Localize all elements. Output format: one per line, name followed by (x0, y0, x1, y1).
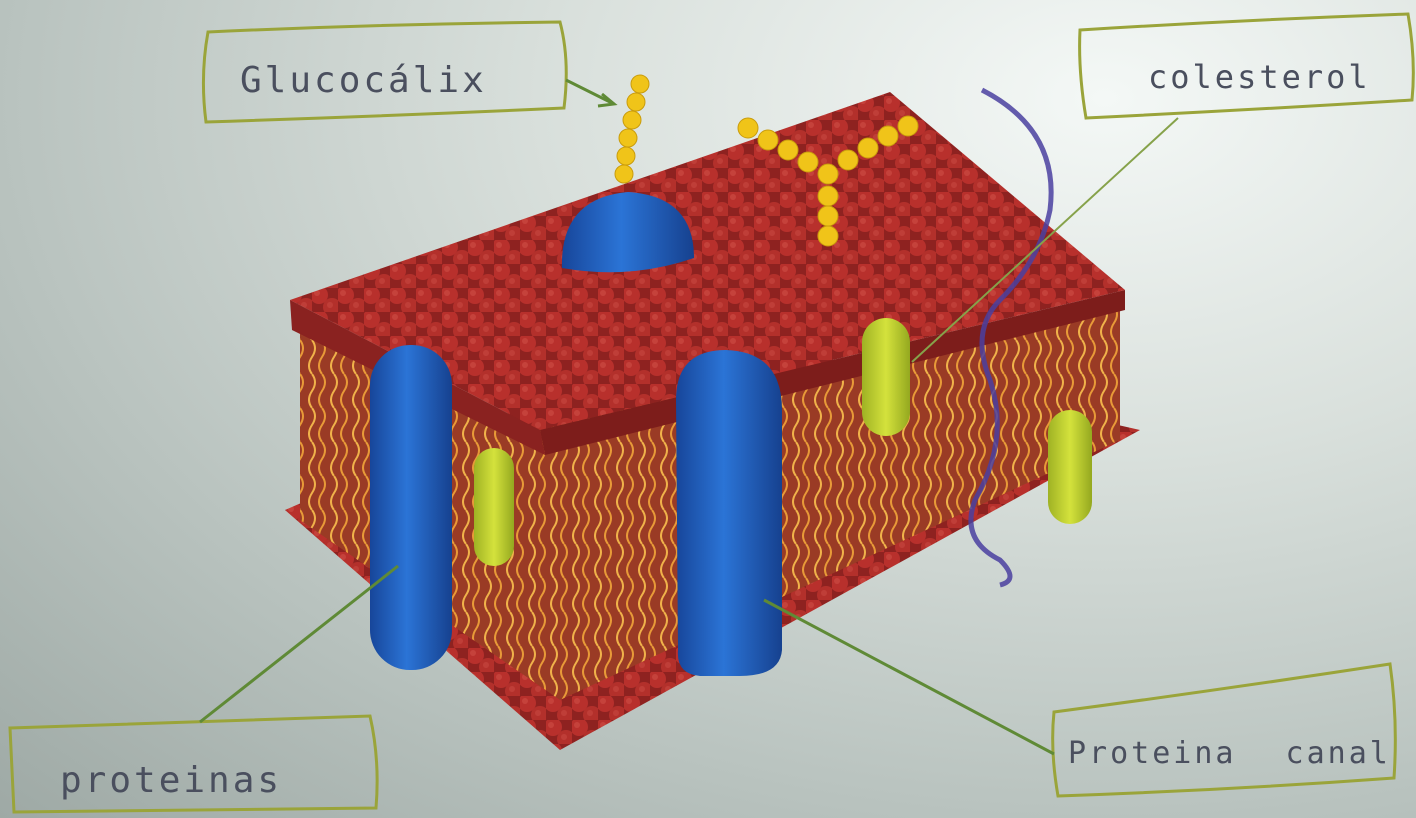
glucocalix-label: Glucocálix (240, 60, 487, 101)
proteina-canal-label: Proteina canal (1068, 736, 1391, 771)
cholesterol-molecule-2 (862, 318, 910, 436)
proteina-canal-pointer (764, 600, 1054, 754)
proteinas-pointer (200, 566, 398, 722)
cholesterol-molecule-1 (474, 448, 514, 566)
glycocalyx-chain (615, 75, 649, 183)
channel-protein (676, 350, 782, 676)
colesterol-label: colesterol (1148, 58, 1371, 96)
proteinas-label: proteinas (60, 760, 282, 801)
cholesterol-molecule-3 (1048, 410, 1092, 524)
proteina-canal-label-box (1053, 664, 1396, 796)
transmembrane-protein-left (370, 345, 452, 670)
glucocalix-pointer (566, 80, 614, 104)
